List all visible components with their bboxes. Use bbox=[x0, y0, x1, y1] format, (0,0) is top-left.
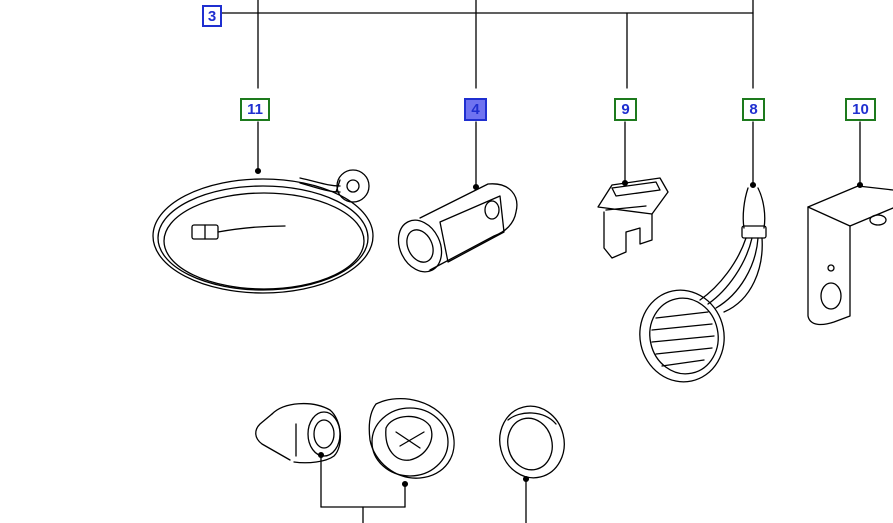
callout-9[interactable]: 9 bbox=[614, 98, 637, 121]
leader-lines bbox=[221, 0, 861, 187]
cylinder-module-part bbox=[397, 183, 518, 273]
sealing-ring-part bbox=[499, 405, 565, 523]
fuse-part bbox=[597, 177, 669, 259]
wiring-harness-part bbox=[152, 167, 374, 294]
callout-10[interactable]: 10 bbox=[845, 98, 876, 121]
callout-3[interactable]: 3 bbox=[202, 5, 222, 27]
mounting-bracket-part bbox=[807, 181, 893, 326]
callout-11[interactable]: 11 bbox=[240, 98, 270, 121]
plug-socket-parts bbox=[255, 398, 455, 523]
speaker-grille-part bbox=[639, 181, 767, 383]
callout-4[interactable]: 4 bbox=[464, 98, 487, 121]
callout-8[interactable]: 8 bbox=[742, 98, 765, 121]
